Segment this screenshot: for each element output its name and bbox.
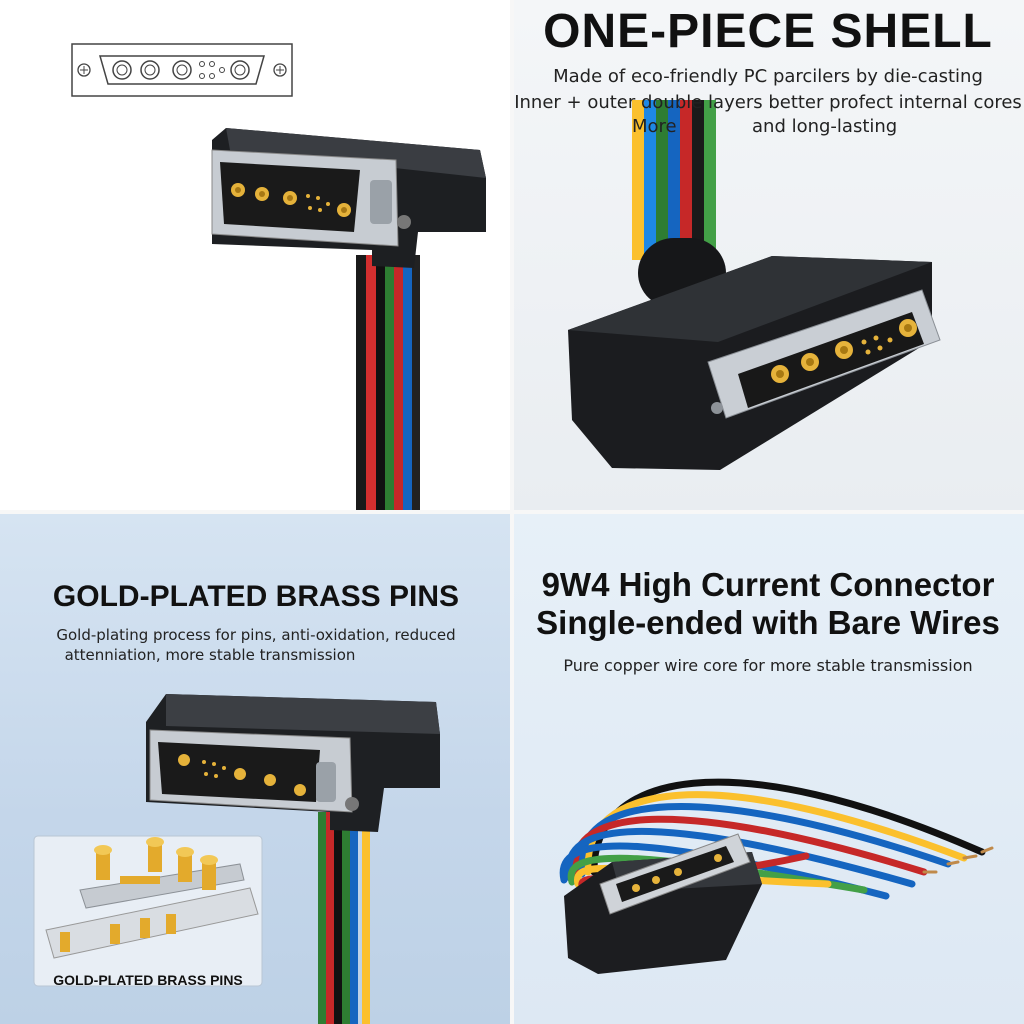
- inset-caption: GOLD-PLATED BRASS PINS: [53, 972, 243, 988]
- wire-bundle: [356, 255, 420, 512]
- product-subtitle: Pure copper wire core for more stable tr…: [563, 656, 973, 675]
- panel-gold-plated-pins: GOLD-PLATED BRASS PINS Gold-plating proc…: [0, 512, 512, 1024]
- pins-inset: [33, 835, 263, 987]
- dsub-face: [211, 149, 411, 247]
- gold-pins-illustration: [33, 694, 440, 1024]
- description-line: attenniation, more stable transmission: [64, 646, 356, 664]
- panel-9w4-connector: 9W4 High Current Connector Single-ended …: [512, 512, 1024, 1024]
- dsub-face: [149, 729, 359, 813]
- product-title-line2: Single-ended with Bare Wires: [536, 604, 1000, 641]
- connector-right-angle-illustration: [71, 43, 486, 512]
- connector-shell-illustration: [568, 100, 941, 470]
- connector-with-bare-wires-illustration: [559, 778, 994, 974]
- pinout-diagram: [71, 43, 293, 97]
- dsub-face: [599, 833, 751, 915]
- description-line: Gold-plating process for pins, anti-oxid…: [56, 626, 456, 644]
- panel-one-piece-shell: ONE-PIECE SHELL Made of eco-friendly PC …: [512, 0, 1024, 512]
- dsub-face: [707, 289, 941, 419]
- product-title-line1: 9W4 High Current Connector: [541, 566, 995, 603]
- panel-divider-horizontal: [0, 510, 1024, 514]
- panel-top-left: [0, 0, 512, 512]
- description-line: More: [632, 116, 677, 137]
- description-line: Inner + outer double layers better profe…: [514, 92, 1022, 113]
- wire-bundle: [632, 100, 716, 260]
- description-line: Made of eco-friendly PC parcilers by die…: [553, 66, 983, 87]
- description-line: and long-lasting: [752, 116, 898, 137]
- wire-bundle: [318, 812, 370, 1024]
- panel-title: GOLD-PLATED BRASS PINS: [52, 580, 460, 613]
- panel-title: ONE-PIECE SHELL: [543, 5, 993, 58]
